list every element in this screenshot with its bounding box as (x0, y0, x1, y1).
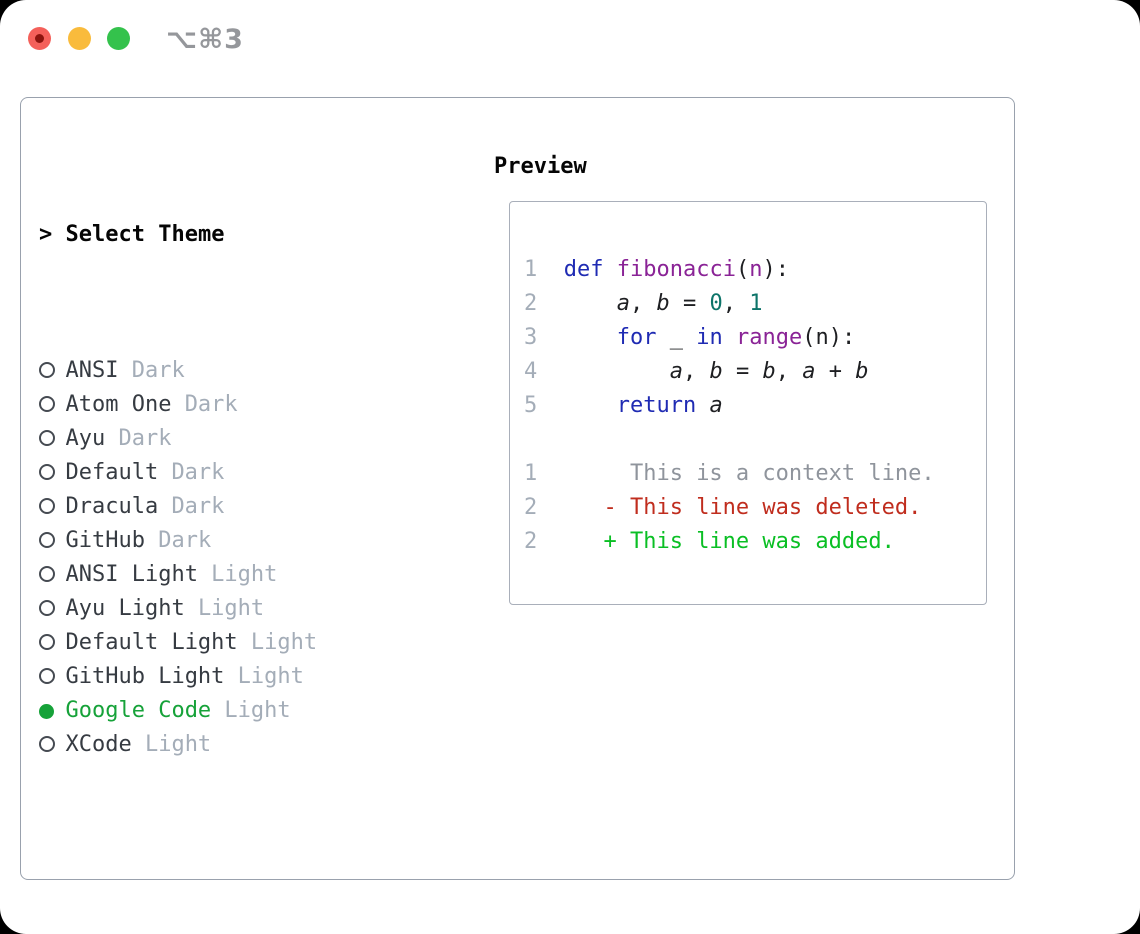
diff-line-added: 2 + This line was added. (524, 529, 895, 554)
theme-variant-tag: Dark (131, 358, 185, 383)
theme-variant-tag: Dark (158, 528, 212, 553)
radio-icon (39, 626, 65, 660)
radio-icon (39, 388, 65, 422)
line-number: 2 (524, 291, 538, 316)
diff-line-context: 1 This is a context line. (524, 461, 935, 486)
radio-icon (39, 422, 65, 456)
preview-panel: 1 def fibonacci(n): 2 a, b = 0, 1 3 for _ … (509, 201, 987, 605)
theme-variant-tag: Dark (184, 392, 238, 417)
line-number: 2 (524, 529, 538, 554)
radio-icon (39, 728, 65, 762)
line-number: 1 (524, 257, 538, 282)
theme-select-heading: > Select Theme (39, 218, 410, 252)
theme-option-dracula[interactable]: Dracula Dark (39, 490, 410, 524)
line-number: 5 (524, 393, 538, 418)
radio-icon (39, 558, 65, 592)
line-number: 4 (524, 359, 538, 384)
theme-option-label: Atom One (65, 392, 172, 417)
theme-option-label: GitHub (65, 528, 145, 553)
theme-option-xcode[interactable]: XCode Light (39, 728, 410, 762)
code-line: 5 return a (524, 393, 723, 418)
selected-radio-icon (39, 694, 65, 728)
radio-icon (39, 660, 65, 694)
zoom-button-icon[interactable] (107, 27, 130, 50)
line-number: 1 (524, 461, 538, 486)
theme-variant-tag: Light (224, 698, 291, 723)
theme-option-label: Ayu (65, 426, 106, 451)
theme-variant-tag: Light (197, 596, 265, 621)
code-line: 2 a, b = 0, 1 (524, 291, 763, 316)
theme-option-google-code[interactable]: Google Code Light (39, 694, 410, 728)
radio-icon (39, 456, 65, 490)
theme-option-label: Dracula (65, 494, 159, 519)
theme-variant-tag: Dark (171, 494, 225, 519)
line-number: 2 (524, 495, 538, 520)
theme-option-ayu-light[interactable]: Ayu Light Light (39, 592, 410, 626)
theme-variant-tag: Dark (171, 460, 225, 485)
spacer (39, 864, 410, 898)
diff-line-deleted: 2 - This line was deleted. (524, 495, 922, 520)
preview-heading: Preview (494, 154, 587, 179)
titlebar: ⌥⌘3 (0, 0, 1140, 64)
diff-preview: 1 This is a context line. 2 - This line w… (524, 457, 986, 559)
code-line: 1 def fibonacci(n): (524, 257, 789, 282)
theme-option-label: Default Light (65, 630, 238, 655)
cursor-chevron-icon: > (39, 222, 53, 247)
theme-option-github[interactable]: GitHub Dark (39, 524, 410, 558)
theme-variant-tag: Light (250, 630, 318, 655)
theme-option-label: ANSI (65, 358, 119, 383)
theme-option-label: Default (65, 460, 159, 485)
theme-variant-tag: Light (211, 562, 278, 587)
theme-option-label: ANSI Light (65, 562, 198, 587)
code-preview: 1 def fibonacci(n): 2 a, b = 0, 1 3 for _ … (524, 253, 986, 423)
theme-select-heading-label: Select Theme (65, 222, 225, 247)
theme-option-label: XCode (65, 732, 132, 757)
theme-variant-tag: Light (144, 732, 212, 757)
minimize-button-icon[interactable] (68, 27, 91, 50)
close-button-icon[interactable] (28, 27, 51, 50)
code-line: 4 a, b = b, a + b (524, 359, 869, 384)
theme-option-default-light[interactable]: Default Light Light (39, 626, 410, 660)
theme-option-default[interactable]: Default Dark (39, 456, 410, 490)
theme-option-ayu[interactable]: Ayu Dark (39, 422, 410, 456)
theme-option-atom-one[interactable]: Atom One Dark (39, 388, 410, 422)
radio-icon (39, 490, 65, 524)
radio-icon (39, 592, 65, 626)
theme-option-label: Ayu Light (65, 596, 185, 621)
theme-option-github-light[interactable]: GitHub Light Light (39, 660, 410, 694)
window-shortcut-label: ⌥⌘3 (166, 24, 244, 55)
theme-variant-tag: Light (237, 664, 304, 689)
theme-option-label: Google Code (65, 698, 212, 723)
theme-option-ansi-light[interactable]: ANSI Light Light (39, 558, 410, 592)
theme-option-label: GitHub Light (65, 664, 225, 689)
radio-icon (39, 354, 65, 388)
line-number: 3 (524, 325, 538, 350)
code-line: 3 for _ in range(n): (524, 325, 856, 350)
theme-variant-tag: Dark (118, 426, 172, 451)
theme-option-ansi[interactable]: ANSI Dark (39, 354, 410, 388)
radio-icon (39, 524, 65, 558)
